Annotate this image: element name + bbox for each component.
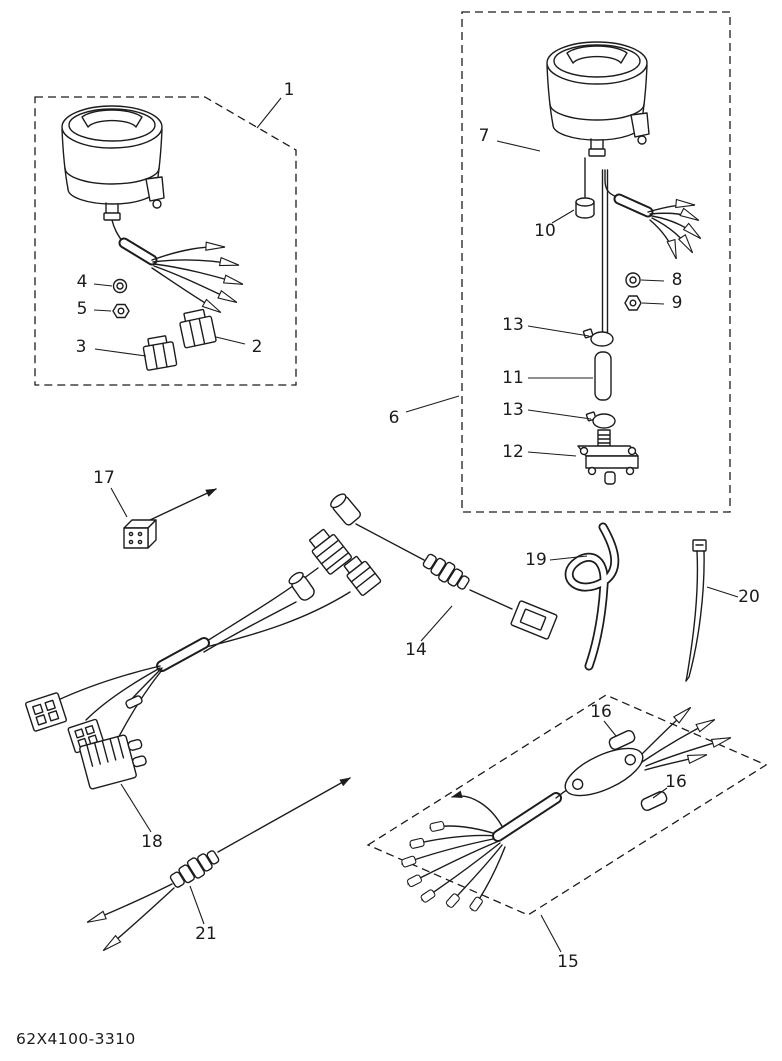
callout-18: 18 — [141, 832, 163, 852]
callout-13-lower: 13 — [502, 400, 524, 420]
callout-14: 14 — [405, 640, 427, 660]
callout-10: 10 — [534, 221, 556, 241]
callout-6: 6 — [388, 408, 400, 428]
callout-1: 1 — [283, 80, 295, 100]
callout-5: 5 — [76, 299, 88, 319]
callout-7: 7 — [478, 126, 490, 146]
gauge-assembly-6 — [461, 11, 731, 513]
callout-15: 15 — [557, 952, 579, 972]
callout-9: 9 — [671, 293, 683, 313]
antenna-cable-21 — [86, 777, 351, 952]
callout-19: 19 — [525, 550, 547, 570]
callout-3: 3 — [75, 337, 87, 357]
main-harness-18 — [25, 528, 382, 790]
cable-tie-20 — [685, 539, 707, 682]
callout-4: 4 — [76, 272, 88, 292]
gauge-assembly-1 — [34, 96, 297, 386]
part-code: 62X4100-3310 — [16, 1030, 136, 1048]
harness-15 — [366, 694, 768, 916]
callout-17: 17 — [93, 468, 115, 488]
callout-16-upper: 16 — [590, 702, 612, 722]
callout-13-upper: 13 — [502, 315, 524, 335]
leader-lines — [93, 97, 739, 953]
harness-14 — [330, 493, 558, 640]
callout-11: 11 — [502, 368, 524, 388]
callout-21: 21 — [195, 924, 217, 944]
callout-16-lower: 16 — [665, 772, 687, 792]
connector-17 — [123, 488, 217, 549]
callout-2: 2 — [251, 337, 263, 357]
callout-8: 8 — [671, 270, 683, 290]
callout-20: 20 — [738, 587, 760, 607]
callout-12: 12 — [502, 442, 524, 462]
tube-19 — [564, 522, 620, 671]
